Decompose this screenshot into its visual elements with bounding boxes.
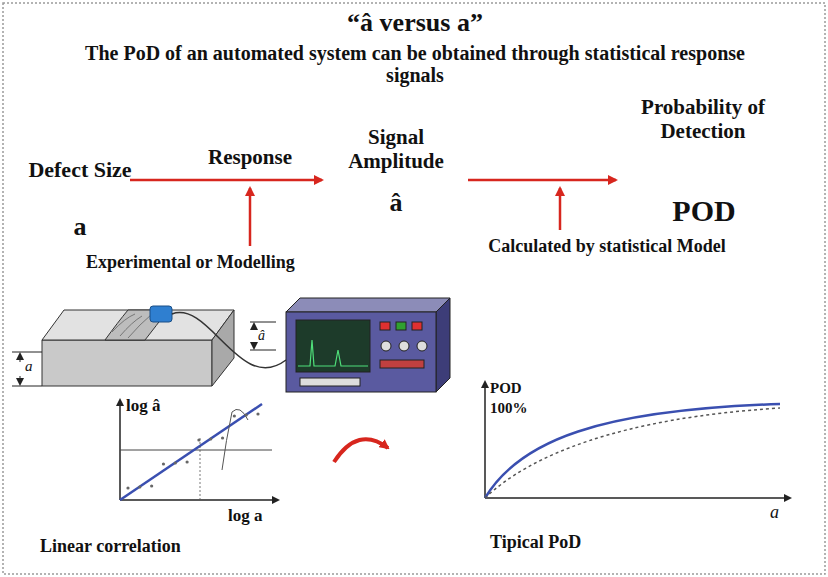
symbol: POD (624, 194, 784, 228)
subtitle: The PoD of an automated system can be ob… (60, 42, 770, 87)
scatter-points (126, 412, 259, 489)
axis-label: 100% (490, 400, 550, 417)
dimension: a (25, 358, 41, 375)
dimension-a-hat (250, 322, 276, 350)
axis-label: log a (228, 506, 298, 525)
dimension: â (258, 328, 276, 344)
symbol: â (328, 188, 464, 217)
weld-specimen (42, 306, 234, 386)
chart-caption: Linear correlation (40, 536, 270, 556)
flow-label: Defect Size (28, 158, 132, 183)
axis-label: POD (490, 380, 550, 397)
title: “â versus a” (80, 8, 750, 37)
flow-label: Probability of Detection (638, 96, 768, 143)
probe-cable (172, 313, 286, 368)
pod-chart (485, 382, 790, 498)
note: Calculated by statistical Model (482, 236, 732, 256)
flow-label: Signal Amplitude (328, 126, 464, 173)
dimension-a (12, 352, 42, 386)
chart-caption: Tipical PoD (490, 532, 710, 552)
ut-instrument (286, 298, 450, 392)
note: Experimental or Modelling (86, 252, 436, 272)
frame (3, 3, 825, 574)
axis-label: log â (126, 396, 196, 415)
symbol: a (28, 212, 132, 241)
axis-label: a (770, 502, 800, 522)
transform-arrow (334, 439, 388, 462)
flow-label: Response (182, 146, 318, 170)
